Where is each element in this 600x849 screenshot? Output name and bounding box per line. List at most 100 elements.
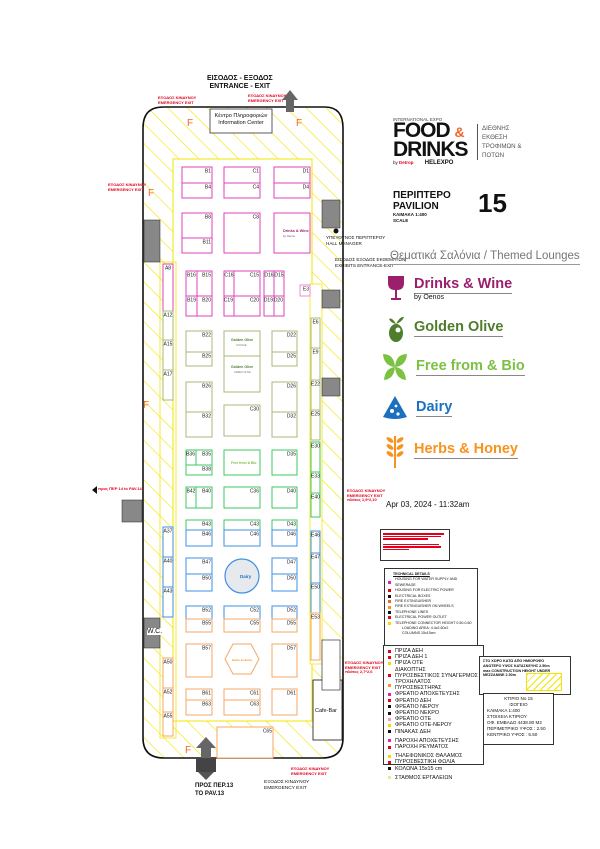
legend-item-text: ΣΤΑΘΜΟΣ ΕΡΓΑΛΕΙΩΝ [395, 774, 453, 781]
booth-label: B47 [202, 560, 211, 566]
booth-label: E30 [311, 444, 320, 450]
plan-lounge-herbs-hexagon [224, 643, 260, 675]
booth-label: E3 [303, 287, 309, 293]
technical-details-box: TECHNICAL DETAILS HOUSING FOR WATER SUPP… [384, 568, 478, 648]
wheat-icon [386, 436, 404, 468]
emergency-size: πλάτος 1,9*2,10 [347, 497, 377, 503]
booth-label: D15 [274, 273, 283, 279]
legend-item: ΦΡΕΑΤΙΟ ΔΕΗ [388, 698, 479, 704]
legend-item-text: ΠΥΡΟΣΒΕΣΤΙΚΗ ΦΩΛΙΑ [395, 759, 455, 766]
booth-d25 [271, 351, 298, 367]
emergency-size: πλάτος 2,7*2,6 [345, 669, 373, 675]
legend-symbol-icon [388, 693, 391, 697]
legend-symbol-icon [388, 745, 391, 749]
booth-d20 [273, 295, 285, 317]
pavilion-gr: ΠΕΡΙΠΤΕΡΟ [393, 190, 451, 201]
legend-symbol-icon [388, 739, 391, 743]
info-center-gr: Κέντρο Πληροφοριών [214, 113, 268, 119]
legend-symbol-icon [388, 662, 391, 665]
booth-label: C63 [250, 702, 259, 708]
booth-c65 [216, 726, 274, 759]
entrance-label-gr: ΕΙΣΟΔΟΣ - ΕΞΟΔΟΣ [207, 75, 273, 82]
booth-label: B15 [202, 273, 211, 279]
technical-item: FIRE EXTINGUISHER ON WHEELS [388, 604, 474, 609]
booth-lounge [273, 212, 311, 254]
booth-label: B63 [202, 702, 211, 708]
technical-item: TELEPHONE CONNECTOR HEIGHT 0.50-0.60 [388, 621, 474, 626]
booth-label: B42 [187, 489, 196, 495]
technical-symbol-icon [388, 621, 391, 625]
logo-amp: & [454, 124, 465, 140]
legend-item-text: ΠΡΙΖΑ ΟΤΕ [395, 660, 424, 667]
pavilion-number: 15 [478, 188, 507, 218]
emergency-gr: ΕΞΟΔΟΣ ΚΙΝΔΥΝΟΥ [248, 93, 287, 98]
emergency-en: EMERGENCY EXIT [108, 186, 144, 192]
food-drinks-logo: INTERNATIONAL EXPO FOOD & DRINKS by Detr… [393, 117, 469, 166]
hall-manager-marker [333, 228, 339, 234]
booth-label: B8 [205, 215, 211, 221]
mezzanine-area [321, 639, 341, 691]
booth-c15 [233, 270, 261, 297]
exhibits-gr: ΕΙΣΟΔΟΣ ΕΞΟΔΟΣ ΕΚΘΕΜΑΤΩΝ [335, 257, 406, 262]
legend-item-text: ΦΡΕΑΤΙΟ ΑΠΟΧΕΤΕΥΣΗΣ [395, 691, 460, 698]
emergency-en: EMERGENCY EXIT [347, 492, 383, 498]
booth-label: E46 [311, 533, 320, 539]
booth-label: C16 [224, 273, 233, 279]
booth-label: D25 [287, 354, 296, 360]
booth-e3 [299, 284, 311, 297]
booth-b4 [181, 182, 213, 199]
legend-item: ΠΡΙΖΑ ΔΕΗ 1 [388, 654, 479, 660]
plan-lounge-dairy: Dairy [240, 574, 252, 579]
legend-item-text: ΠΥΡΟΣΒΕΣΤΙΚΟΣ ΣΥΝΑΓΕΡΜΟΣ [395, 672, 478, 679]
booth-label: C1 [253, 169, 260, 175]
booth-label: A50 [164, 660, 173, 666]
technical-item: HOUSING FOR WATER SUPPLY AND SEWERAGE [388, 577, 474, 588]
timestamp: Apr 03, 2024 - 11:32am [386, 500, 470, 509]
booth-label: C52 [250, 608, 259, 614]
logo-food: FOOD [393, 119, 451, 142]
booth-label: B26 [202, 384, 211, 390]
legend-item: ΠΑΡΟΧΗ ΑΠΟΧΕΤΕΥΣΗΣ [388, 738, 479, 744]
technical-item: TELEPHONE LINES [388, 610, 474, 615]
legend-item: ΦΡΕΑΤΙΟ ΟΤΕ-ΝΕΡΟΥ [388, 722, 479, 728]
mezzanine-hatch-sample [526, 673, 562, 691]
booth-label: B16 [187, 273, 196, 279]
technical-item-text: FIRE EXTINGUISHER ON WHEELS [395, 604, 454, 609]
booth-b55 [185, 618, 213, 633]
booth-label: B32 [202, 414, 211, 420]
booth-label: B4 [205, 185, 211, 191]
booth-b20 [196, 295, 213, 317]
booth-a43 [162, 586, 174, 618]
booth-label: D47 [287, 560, 296, 566]
plan-lounge-drinks-sub: by Oenos [283, 234, 296, 238]
lounge-name: Dairy [416, 399, 453, 417]
lounge-name: Drinks & Wine [414, 275, 513, 294]
scale-gr: ΚΛΙΜΑΚΑ 1:400 [393, 212, 427, 217]
booth-label: E50 [311, 585, 320, 591]
booth-d40 [271, 486, 298, 509]
info-center-en: Information Center [218, 120, 264, 126]
booth-label: B19 [187, 298, 196, 304]
booth-e53 [310, 612, 321, 661]
booth-label: C20 [250, 298, 259, 304]
cafe-bar-label: Cafe-Bar [315, 708, 338, 714]
legend-symbol-icon [388, 711, 391, 715]
booth-c55 [223, 618, 261, 633]
booth-label: B1 [205, 169, 211, 175]
booth-b46 [185, 529, 213, 547]
technical-loading: LOADING AREA: 4.4x2.60x2 [402, 626, 449, 631]
booth-label: E53 [311, 615, 320, 621]
booth-label: E6 [312, 320, 318, 326]
booth-label: D40 [287, 489, 296, 495]
legend-symbol-icon [388, 683, 391, 687]
emergency-gr: ΕΞΟΔΟΣ ΚΙΝΔΥΝΟΥ [108, 182, 147, 187]
wc-label: W.C. [147, 628, 163, 635]
arrow-to-pav14 [92, 486, 97, 494]
booth-label: A17 [164, 372, 173, 378]
technical-symbol-icon [388, 594, 391, 598]
logo-greek-text: ΔΙΕΘΝΗΣ ΕΚΘΕΣΗ ΤΡΟΦΙΜΩΝ & ΠΟΤΩΝ [477, 124, 521, 160]
booth-b38 [185, 464, 213, 476]
